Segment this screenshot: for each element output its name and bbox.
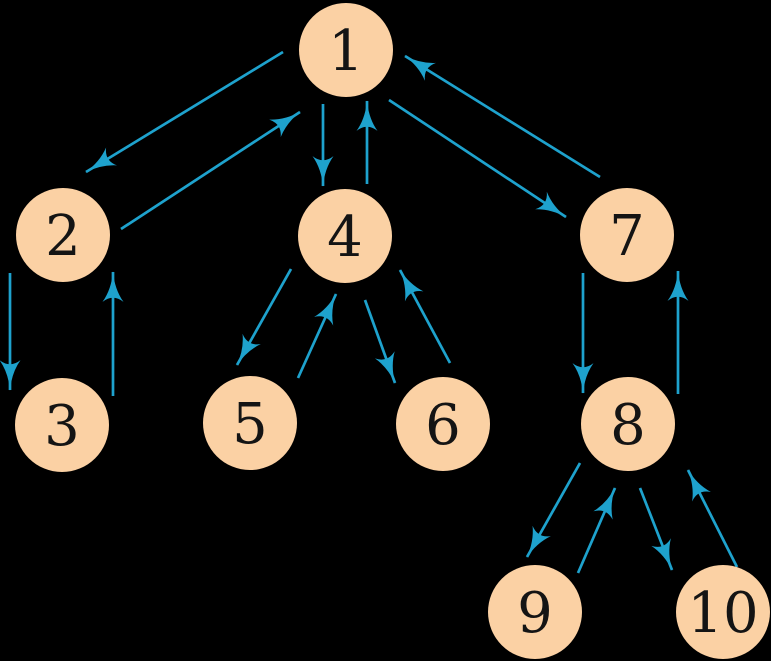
node-1-circle bbox=[299, 3, 393, 97]
node-4-circle bbox=[298, 189, 392, 283]
node-3: 3 bbox=[15, 378, 109, 472]
node-5-label: 5 bbox=[232, 392, 268, 457]
node-2-label: 2 bbox=[45, 204, 81, 269]
arrow-4-to-6 bbox=[363, 299, 397, 384]
arrow-9-to-8 bbox=[576, 487, 617, 574]
node-9-label: 9 bbox=[517, 581, 553, 646]
node-10-circle bbox=[676, 565, 770, 659]
node-8: 8 bbox=[581, 377, 675, 471]
node-7: 7 bbox=[580, 188, 674, 282]
node-2: 2 bbox=[16, 188, 110, 282]
arrow-1-to-2 bbox=[85, 50, 284, 174]
node-6-circle bbox=[396, 377, 490, 471]
node-1-label: 1 bbox=[328, 19, 364, 84]
arrow-7-to-1 bbox=[404, 54, 601, 179]
node-6-label: 6 bbox=[425, 393, 461, 458]
arrow-6-to-4 bbox=[398, 269, 452, 364]
arrow-8-to-9 bbox=[525, 462, 582, 558]
node-3-label: 3 bbox=[44, 394, 80, 459]
node-4: 4 bbox=[298, 189, 392, 283]
node-8-label: 8 bbox=[610, 393, 646, 458]
node-5-circle bbox=[203, 376, 297, 470]
edges-layer bbox=[0, 50, 739, 574]
node-3-circle bbox=[15, 378, 109, 472]
node-4-label: 4 bbox=[327, 205, 363, 270]
node-7-circle bbox=[580, 188, 674, 282]
node-7-label: 7 bbox=[609, 204, 645, 269]
node-1: 1 bbox=[299, 3, 393, 97]
arrow-10-to-8 bbox=[686, 469, 739, 568]
node-2-circle bbox=[16, 188, 110, 282]
node-5: 5 bbox=[203, 376, 297, 470]
nodes-layer: 1 2 3 4 5 6 7 8 9 10 bbox=[15, 3, 770, 659]
node-9-circle bbox=[488, 565, 582, 659]
arrow-2-to-1 bbox=[120, 110, 301, 231]
node-8-circle bbox=[581, 377, 675, 471]
node-6: 6 bbox=[396, 377, 490, 471]
arrow-1-to-7 bbox=[388, 98, 567, 219]
arrow-5-to-4 bbox=[296, 293, 338, 379]
arrow-8-to-10 bbox=[638, 487, 674, 571]
node-10-label: 10 bbox=[687, 581, 758, 646]
node-9: 9 bbox=[488, 565, 582, 659]
arrow-4-to-5 bbox=[235, 268, 293, 366]
node-10: 10 bbox=[676, 565, 770, 659]
